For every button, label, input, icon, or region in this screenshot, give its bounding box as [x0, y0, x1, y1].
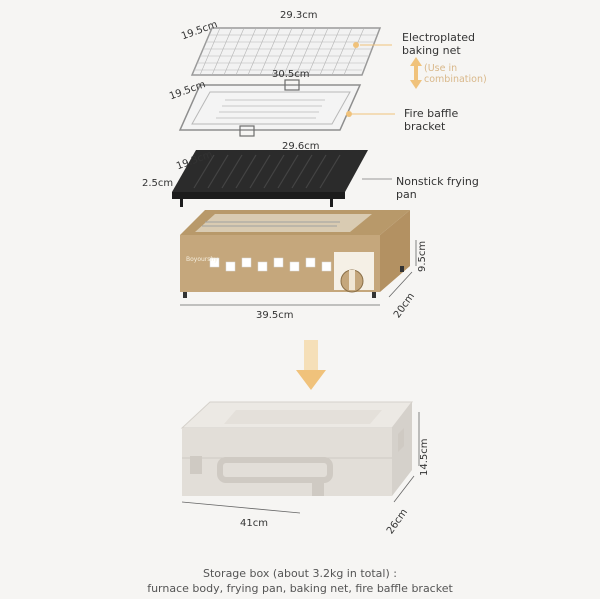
- pan-label-2: pan: [396, 188, 417, 201]
- net-label-1: Electroplated: [402, 31, 475, 44]
- storage-box: [180, 401, 414, 496]
- pan-height-dim: 2.5cm: [142, 178, 174, 189]
- frying-pan: [172, 150, 368, 207]
- fire-baffle-bracket: [178, 79, 362, 137]
- net-length-dim: 29.3cm: [280, 10, 318, 21]
- furnace-depth-line: [388, 271, 413, 298]
- combination-arrow-icon: [410, 57, 422, 89]
- box-length-dim: 41cm: [240, 518, 268, 529]
- combination-note-1: (Use in: [424, 63, 458, 74]
- bracket-label-1: Fire baffle: [404, 107, 459, 120]
- brand-logo: Boyourshy: [186, 256, 218, 263]
- pan-label-1: Nonstick frying: [396, 175, 479, 188]
- furnace-length-dim: 39.5cm: [256, 310, 294, 321]
- baking-net: [190, 27, 382, 76]
- bracket-marker: [346, 111, 352, 117]
- caption-line-2: furnace body, frying pan, baking net, fi…: [147, 582, 453, 595]
- caption-line-1: Storage box (about 3.2kg in total) :: [203, 567, 397, 580]
- bracket-label-2: bracket: [404, 120, 446, 133]
- furnace-height-dim: 9.5cm: [417, 240, 428, 272]
- combination-note-2: combination): [424, 74, 487, 85]
- pan-length-dim: 29.6cm: [282, 141, 320, 152]
- net-label-2: baking net: [402, 44, 461, 57]
- net-marker: [353, 42, 359, 48]
- arrow-down-icon: [296, 340, 326, 390]
- furnace-body: [180, 210, 410, 298]
- box-height-dim: 14.5cm: [419, 438, 430, 476]
- box-depth-line: [393, 475, 415, 503]
- box-length-line: [181, 501, 301, 514]
- bracket-length-dim: 30.5cm: [272, 69, 310, 80]
